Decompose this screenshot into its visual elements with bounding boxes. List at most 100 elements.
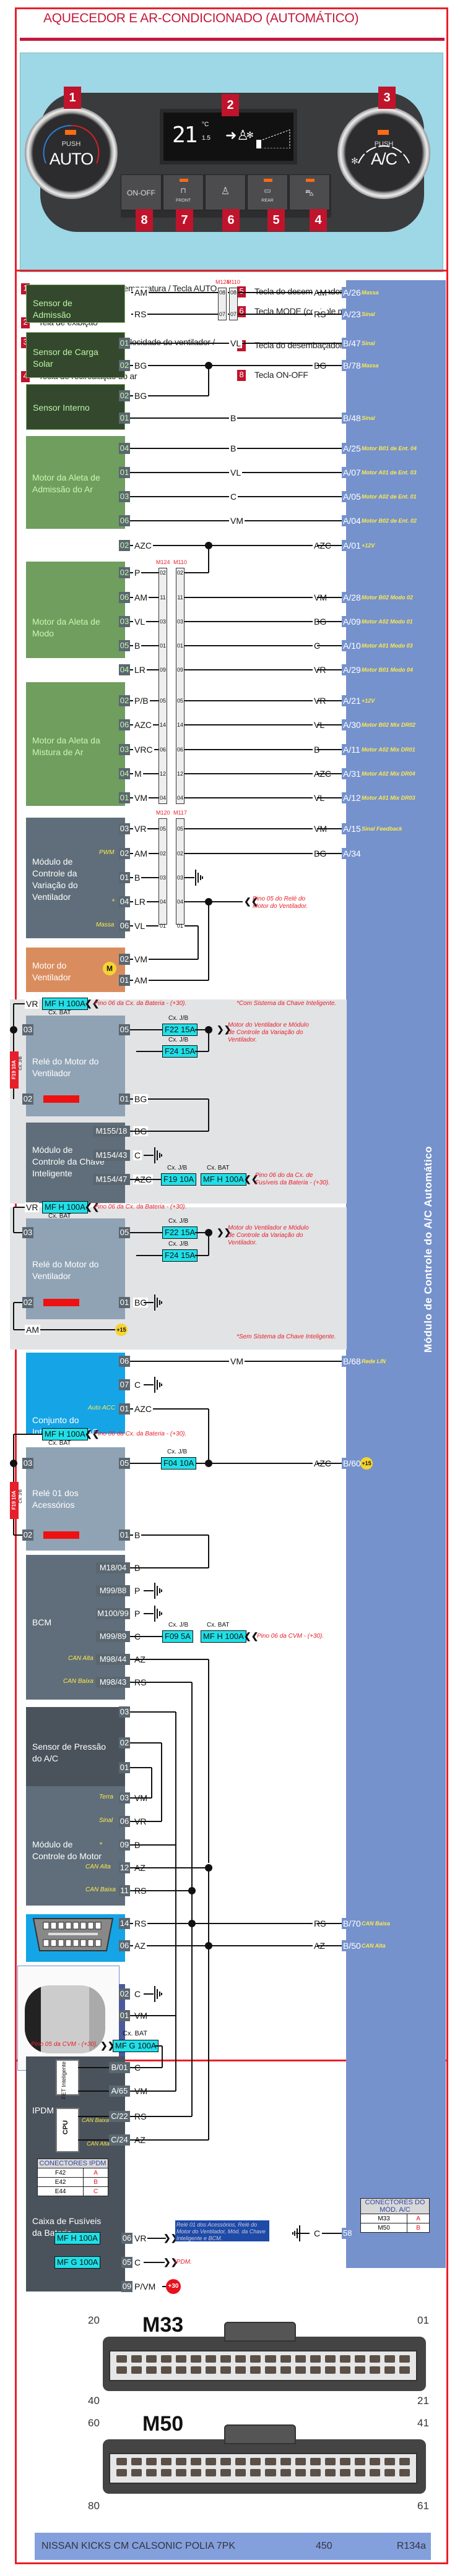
temperature-knob[interactable]: PUSH AUTO [25,106,118,199]
diagram-frame [15,270,448,2564]
arrow-right-icon: ❯❯ [163,2233,178,2243]
component-label: BCM [32,1617,52,1627]
ecu-terminal-pin: A/26 [342,287,363,298]
auto-acc-label: Auto ACC [88,1405,116,1411]
ecu-terminal-desc: Sinal [362,311,375,317]
connector-pin-number: 07 [230,311,237,317]
component-pin: 06 [121,2233,132,2244]
connector-latch [224,2424,296,2444]
ground-icon [194,868,209,887]
component-pin: 06 [119,1356,130,1367]
fuse: MF G 100A [54,2256,101,2269]
connector-pin [206,2355,217,2363]
pin-label: 01 [417,2314,429,2326]
component-pin: M18/04 [96,1562,130,1573]
component-pin: 01 [119,1093,130,1105]
on-off-button[interactable]: ON-OFF [121,174,162,210]
component-label: Módulo de Controle do Motor [32,1839,102,1861]
component-pin: 02 [119,695,130,706]
badge-6: 6 [222,209,240,231]
wire [175,1712,176,1845]
fan-speed-knob[interactable]: PUSH A/C ✻ [337,106,430,199]
ground-icon [154,1985,168,2003]
badge-3: 3 [378,87,396,109]
wire [184,901,243,902]
component-pin: 03 [119,823,130,834]
wire [131,292,218,293]
component-pin: B/01 [109,2062,130,2073]
wire [191,1682,193,1888]
ecu-terminal-pin: A/34 [342,848,363,859]
wire [130,959,198,960]
arrow-right-icon: ❯❯ [100,2040,115,2050]
component-pin: 01 [119,975,130,986]
reference-note: Pino 06 da CVM - (+30). [257,1633,324,1640]
connector-pin [206,2366,217,2374]
wire [130,1534,209,1536]
fuse-f19-icon: F19 10A [10,1482,19,1519]
fuse: F24 15A [162,1045,198,1058]
wire [78,2139,109,2141]
wire [184,724,342,725]
wire [130,1844,176,1846]
fet-label: FET Inteligente [61,2061,67,2099]
connector-id: M117 [173,810,187,816]
connector-pin [324,2366,336,2374]
wire-color-label: C [313,2228,322,2238]
can-label: CAN Alta [87,2141,110,2147]
ground-icon [154,1604,168,1623]
front-defrost-button[interactable]: ⊓FRONT [163,174,204,210]
rear-defrost-button[interactable]: ▭REAR [247,174,288,210]
wire-color-label: C [133,1380,142,1390]
signal-label: Sinal [99,1817,113,1824]
component-pin: 04 [119,768,130,779]
connector-pin [384,2469,395,2476]
connector-pin [176,2355,187,2363]
wire-color-label: P/B [133,696,150,706]
component-pin: 01 [119,1297,130,1308]
connector-pin-number: 06 [176,747,183,753]
wire [14,1302,22,1303]
component-pin: M99/89 [96,1631,130,1642]
fuse-location: Cx. BAT [207,1622,230,1628]
connector-pin [116,2355,128,2363]
wire [317,292,342,293]
wire [14,1534,22,1536]
component-pin: 04 [119,664,130,675]
component-pin: 02 [119,390,130,401]
connector-m33-view [103,2322,426,2391]
wire [130,1711,176,1713]
wire-color-label: LR [133,897,147,907]
mode-icon: ♙ [220,186,230,197]
wire [191,1891,193,2116]
wire [130,1682,192,1683]
wire [130,1636,162,1637]
wire [208,1535,209,1568]
connector-pin [250,2458,261,2465]
wire [184,877,194,878]
can-label: CAN Baixa [63,1678,93,1685]
mode-button[interactable]: ♙ [205,174,246,210]
motor-aleta-modo: Motor da Aleta de Modo [26,562,125,658]
inline-connector [158,818,167,925]
fuse-location: Cx. BAT [48,1213,71,1220]
arrow-left-icon: ❮❮ [85,1429,100,1439]
pin-label: 80 [88,2500,100,2512]
component-pin: 05 [119,1227,130,1238]
component-pin: 01 [119,1762,130,1773]
connector-pin [310,2458,321,2465]
connector-pin [191,2355,202,2363]
wire [317,448,342,449]
connector-pin-number: 08 [230,289,237,296]
temperature-unit: °C [202,121,209,128]
cpu-chip [56,2108,79,2152]
wire [317,545,342,546]
pin-label: 60 [88,2417,100,2429]
reference-note: Pino 06 da Cx. da Bateria - (+30). [94,1431,187,1437]
recirculation-button[interactable]: ⛍ [289,174,330,210]
connector-pin-number: 12 [159,771,166,777]
wire-color-label: AZC [133,720,153,730]
component-pin: 09 [121,2281,132,2292]
